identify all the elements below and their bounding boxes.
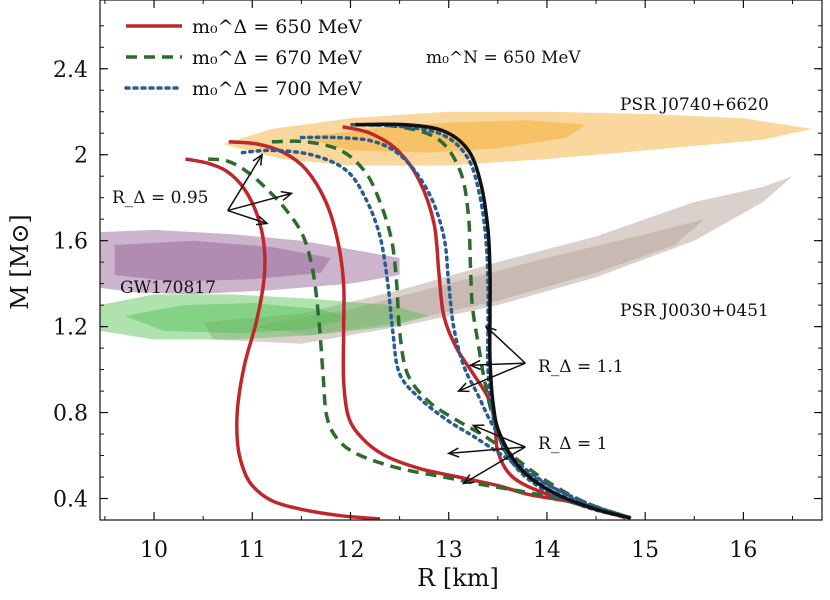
y-tick-label-2: 1.2: [53, 316, 88, 341]
curve-4-dashed: [271, 139, 631, 520]
legend-label-670: m₀^Δ = 670 MeV: [192, 47, 362, 69]
y-tick-label-5: 2.4: [53, 58, 88, 83]
arrow-shaft-1: [227, 192, 292, 212]
legend-label-700: m₀^Δ = 700 MeV: [192, 78, 362, 100]
arrow-shaft-8: [463, 446, 526, 485]
curve-1-solid: [228, 140, 627, 520]
x-axis-label: R [km]: [417, 564, 499, 592]
legend: m₀^Δ = 650 MeV m₀^Δ = 670 MeV m₀^Δ = 700…: [124, 16, 362, 100]
region-gw170817-purple-outer: [100, 229, 400, 295]
arrow-shaft-0: [227, 154, 263, 211]
curve-7-dotted: [299, 135, 633, 520]
y-tick-label-3: 1.6: [53, 230, 88, 255]
x-tick-label-1: 11: [238, 538, 266, 563]
arrow-shaft-3: [485, 326, 526, 364]
label-psr-j0030: PSR J0030+0451: [620, 301, 769, 321]
arrow-shaft-5: [458, 362, 526, 392]
region-gw170817-purple-inner: [114, 240, 331, 282]
y-tick-label-4: 2: [74, 144, 88, 169]
arrow-shaft-6: [472, 424, 526, 448]
x-tick-label-3: 13: [435, 538, 463, 563]
annotation-r-delta-095: R_Δ = 0.95: [112, 188, 208, 208]
observation-regions: [100, 111, 813, 344]
arrow-head-2: [255, 215, 269, 226]
arrow-head-6: [471, 424, 485, 434]
plot-frame: [99, 0, 823, 521]
y-tick-label-0: 0.4: [53, 488, 88, 513]
arrow-shaft-4: [470, 362, 526, 367]
x-tick-label-5: 15: [631, 538, 659, 563]
annotation-r-delta-1: R_Δ = 1: [538, 434, 607, 454]
annotation-arrows: [227, 153, 526, 485]
region-gw170817-green-outer: [100, 294, 430, 340]
y-tick-label-1: 0.8: [53, 402, 88, 427]
arrow-head-7: [446, 447, 460, 458]
mass-radius-curves: [185, 122, 633, 521]
x-tick-label-4: 14: [533, 538, 561, 563]
region-gw170817-green-inner: [124, 303, 351, 334]
curve-3-dashed: [207, 157, 631, 520]
curve-9-solid: [355, 122, 631, 520]
curve-0-solid: [185, 157, 381, 521]
arrow-head-0: [252, 153, 264, 166]
label-gw170817: GW170817: [120, 278, 216, 298]
x-tick-label-6: 16: [729, 538, 757, 563]
arrow-head-3: [484, 325, 497, 338]
arrow-head-4: [468, 359, 481, 371]
x-tick-label-2: 12: [336, 538, 364, 563]
label-psr-j0740: PSR J0740+6620: [620, 95, 769, 115]
arrow-head-1: [280, 190, 294, 201]
x-tick-label-0: 10: [140, 538, 168, 563]
axis-ticks: 10 11 12 13 14 15 16 0.4 0.8 1.2 1.6 2 2.4: [53, 0, 822, 563]
arrow-shaft-2: [227, 209, 268, 225]
arrow-head-8: [461, 474, 475, 485]
y-axis-label: M [M⊙]: [6, 214, 34, 310]
curve-8-dotted: [353, 122, 633, 520]
annotation-r-delta-1-1: R_Δ = 1.1: [538, 357, 624, 377]
arrow-head-5: [456, 382, 470, 393]
arrow-shaft-7: [448, 446, 526, 455]
legend-label-650: m₀^Δ = 650 MeV: [192, 16, 362, 38]
region-psr-j0030-inner: [252, 219, 705, 336]
annotation-nucleon-mass: m₀^N = 650 MeV: [426, 48, 581, 68]
